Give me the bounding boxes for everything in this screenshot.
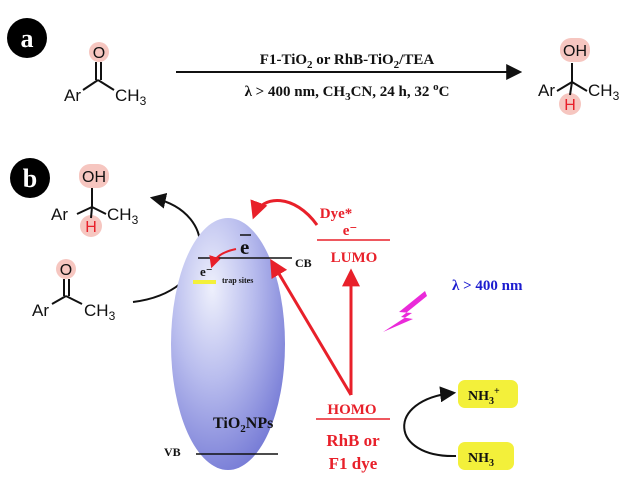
product-alcohol-b: OH Ar CH3 H — [51, 164, 139, 237]
bond — [76, 206, 93, 215]
panel-b: b OH Ar CH3 H O Ar CH3 — [10, 158, 523, 473]
aryl-label: Ar — [538, 81, 555, 100]
nh3-plus-label: NH3+ — [468, 386, 500, 407]
tio2-label: TiO2NPs — [213, 415, 273, 435]
oxygen-label: O — [60, 262, 72, 279]
hydroxyl-highlight — [560, 38, 590, 62]
bond — [556, 81, 573, 92]
panel-a-badge — [7, 18, 47, 58]
valence-band-label: VB — [164, 445, 181, 459]
oxygen-label: O — [93, 45, 105, 62]
oxygen-highlight — [89, 42, 109, 62]
dye-injection-curved-arrow — [250, 199, 319, 226]
hydroxyl-label: OH — [563, 43, 587, 60]
bond — [90, 206, 93, 219]
nh3-plus-badge — [458, 380, 518, 408]
hydrogen-highlight — [80, 215, 102, 237]
methyl-label: CH3 — [115, 86, 147, 108]
tio2-nanoparticle — [171, 218, 285, 470]
lumo-electron: e⁻ — [343, 223, 358, 239]
methyl-label: CH3 — [107, 205, 139, 227]
bond — [65, 295, 83, 305]
hydrogen-label: H — [85, 219, 97, 236]
trap-transfer-arrow — [209, 248, 237, 269]
lumo-label: LUMO — [331, 250, 378, 266]
aryl-label: Ar — [51, 205, 68, 224]
cb-electron: e — [240, 235, 249, 259]
hydrogen-highlight — [559, 93, 581, 115]
oxygen-highlight — [56, 259, 76, 279]
panel-b-badge — [10, 158, 50, 198]
reactant-ketone-b: O Ar CH3 — [32, 259, 116, 323]
panel-a: a O Ar CH3 F1-TiO2 or RhB-TiO2/TEA λ > 4… — [7, 18, 620, 115]
bond — [569, 81, 573, 96]
methyl-label: CH3 — [588, 81, 620, 103]
aryl-label: Ar — [32, 301, 49, 320]
dye-name-line-1: RhB or — [326, 431, 380, 450]
conduction-band-label: CB — [295, 256, 312, 270]
panel-b-label: b — [23, 164, 37, 193]
panel-a-label: a — [21, 24, 34, 53]
methyl-label: CH3 — [84, 301, 116, 323]
light-wavelength-label: λ > 400 nm — [452, 278, 523, 294]
bond — [97, 79, 115, 91]
bond — [51, 295, 67, 305]
homo-to-cb-direct-injection-arrow — [270, 258, 353, 396]
aryl-label: Ar — [64, 86, 81, 105]
bond — [91, 206, 107, 215]
donor-oxidation-curved-arrow — [403, 386, 457, 458]
conditions-catalyst: F1-TiO2 or RhB-TiO2/TEA — [260, 52, 435, 71]
homo-label: HOMO — [327, 402, 376, 418]
bond — [82, 79, 99, 91]
hydroxyl-label: OH — [82, 169, 106, 186]
trap-sites-label: trap sites — [222, 276, 253, 285]
hydrogen-label: H — [564, 97, 576, 114]
reactant-ketone-a: O Ar CH3 — [64, 42, 147, 108]
bond — [571, 81, 588, 92]
conditions-reaction: λ > 400 nm, CH3CN, 24 h, 32 oC — [245, 81, 450, 103]
lightning-bolt-icon — [383, 291, 427, 332]
dye-excited-label: Dye* — [320, 206, 353, 222]
dye-name-line-2: F1 dye — [329, 454, 378, 473]
hydroxyl-highlight — [79, 164, 109, 188]
trap-electron: e⁻ — [200, 264, 213, 279]
nh3-label: NH3 — [468, 451, 494, 469]
product-alcohol-a: OH Ar CH3 H — [538, 38, 620, 115]
nh3-badge — [458, 442, 514, 470]
